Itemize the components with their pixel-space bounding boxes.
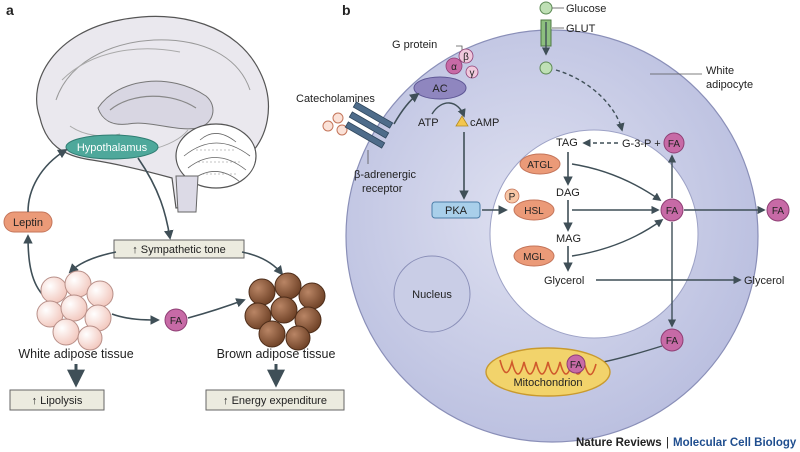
glucose-label: Glucose [566, 3, 606, 15]
adenylyl-cyclase-label: AC [432, 83, 447, 95]
fa-node-mitochondrion [566, 354, 586, 374]
mgl-node [513, 245, 555, 267]
catecholamine-2 [332, 112, 344, 124]
phospho-node [504, 188, 520, 204]
white-adipocyte-label-1: White [706, 65, 734, 77]
leptin-label: Leptin [13, 217, 43, 229]
brown-adipose-label: Brown adipose tissue [217, 347, 336, 361]
arrow-hypothalamus-to-sympathetic [137, 157, 174, 240]
brown-adipose-cluster [244, 272, 326, 351]
hypothalamus-label: Hypothalamus [77, 142, 148, 154]
atgl-label: ATGL [527, 160, 553, 171]
g-alpha-label: α [451, 62, 457, 73]
energy-expenditure-box [205, 389, 345, 411]
white-adipocyte-label-2: adipocyte [706, 79, 753, 91]
atp-label: ATP [418, 117, 439, 129]
arrow-leptin-to-hypothalamus [27, 148, 68, 213]
fa-node-esterification [663, 132, 685, 154]
glycerol-out-label: Glycerol [744, 275, 784, 287]
sympathetic-tone-box [113, 239, 245, 259]
fa-node-cytosol [660, 328, 684, 352]
arrow-fa-to-bat [187, 298, 246, 319]
panel-b-letter: b [342, 2, 351, 18]
g-alpha [445, 57, 463, 75]
hsl-node [513, 199, 555, 221]
nucleus [393, 255, 471, 333]
arrow-sympathetic-to-wat [68, 251, 117, 274]
hypothalamus-node [65, 134, 159, 160]
phospho-label: P [509, 192, 516, 203]
footer-separator: | [666, 437, 669, 449]
panel-a-letter: a [6, 2, 14, 18]
pka-node [431, 201, 481, 219]
dag-label: DAG [556, 187, 580, 199]
receptor-label-1: β-adrenergic [354, 169, 416, 181]
g3p-label: G-3-P + [622, 138, 661, 150]
fa-label-mitochondrion: FA [570, 360, 583, 371]
arrow-wat-to-fa [111, 313, 160, 325]
glucose-inside [539, 61, 553, 75]
hsl-label: HSL [524, 206, 544, 217]
g-protein-label: G protein [392, 39, 437, 51]
g-beta-label: β [463, 52, 469, 63]
g-gamma [465, 65, 479, 79]
camp-triangle-icon [455, 115, 469, 127]
catecholamines-label: Catecholamines [296, 93, 375, 105]
arrow-mgl-to-fa [571, 219, 664, 257]
fa-node-extracellular [766, 198, 790, 222]
arrow-atp-to-camp [431, 102, 466, 118]
receptor-label-2: receptor [362, 183, 403, 195]
sympathetic-tone-label: ↑ Sympathetic tone [132, 244, 226, 256]
energy-expenditure-label: ↑ Energy expenditure [223, 395, 327, 407]
catecholamine-3 [336, 124, 348, 136]
glut-label: GLUT [566, 23, 596, 35]
g-gamma-label: γ [470, 68, 475, 79]
mag-label: MAG [556, 233, 581, 245]
glycerol-label: Glycerol [544, 275, 584, 287]
fa-label-cytosol: FA [666, 336, 679, 347]
white-adipose-label: White adipose tissue [18, 347, 133, 361]
adenylyl-cyclase-node [413, 76, 467, 100]
g-beta [458, 48, 474, 64]
fa-node-central [660, 198, 684, 222]
lipolysis-box [9, 389, 105, 411]
atgl-node [519, 153, 561, 175]
arrow-wat-to-leptin [23, 234, 43, 295]
glucose-molecule [539, 1, 553, 15]
camp-label: cAMP [470, 117, 499, 129]
mitochondrion-label: Mitochondrion [513, 377, 582, 389]
fa-node-panel-a [164, 308, 188, 332]
arrow-sympathetic-to-bat [241, 251, 284, 276]
white-adipose-cluster [36, 270, 114, 351]
pka-label: PKA [445, 205, 468, 217]
mgl-label: MGL [523, 252, 545, 263]
arrow-atgl-to-fa [571, 163, 662, 201]
beta-adrenergic-receptor [344, 101, 394, 149]
catecholamine-1 [322, 120, 334, 132]
fa-label-central: FA [666, 206, 679, 217]
nucleus-label: Nucleus [412, 289, 452, 301]
footer-subject: Molecular Cell Biology [673, 437, 797, 449]
arrow-receptor-to-ac [393, 92, 420, 125]
fa-label-esterification: FA [668, 139, 681, 150]
brain-illustration [36, 15, 270, 213]
lipolysis-label: ↑ Lipolysis [32, 395, 83, 407]
fa-label-panel-a: FA [170, 316, 183, 327]
footer-journal: Nature Reviews [576, 437, 662, 449]
tag-label: TAG [556, 137, 578, 149]
lipid-droplet [489, 129, 699, 339]
arrow-glucose-to-g3p [555, 69, 625, 132]
fa-label-extracellular: FA [772, 206, 785, 217]
